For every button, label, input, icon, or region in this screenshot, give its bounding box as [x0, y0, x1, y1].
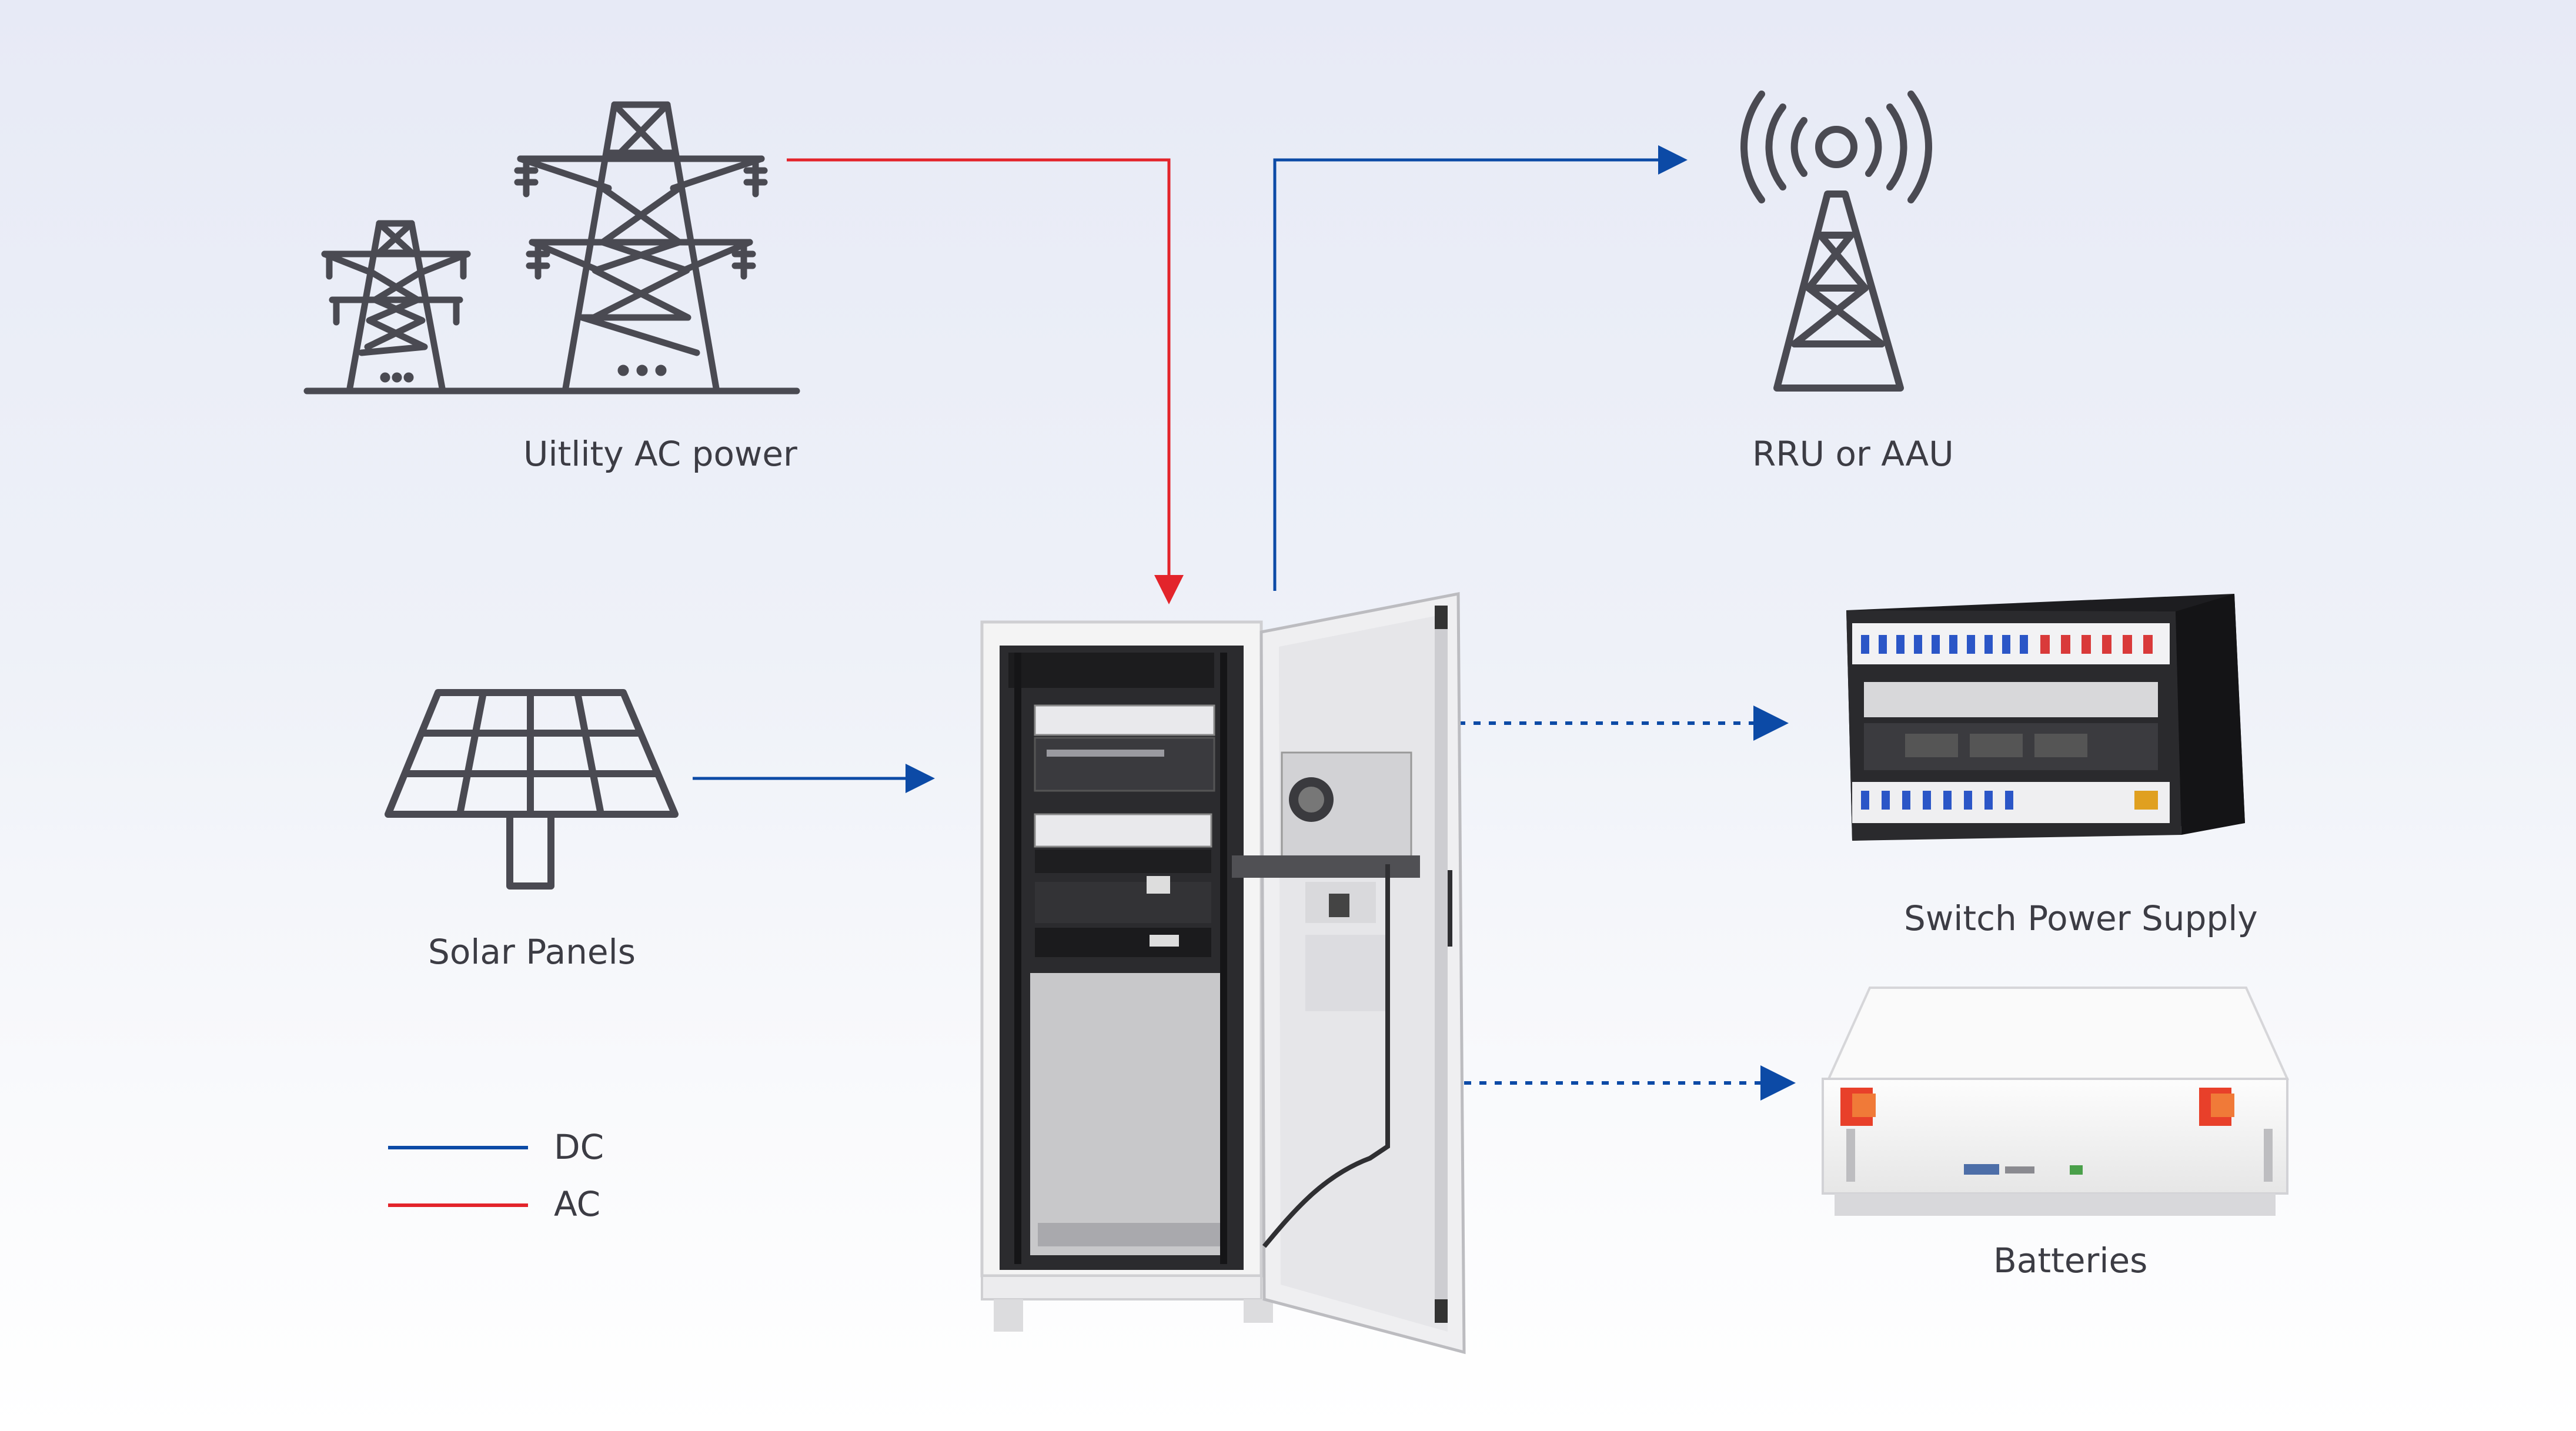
solar-panels-label: Solar Panels	[428, 932, 636, 972]
dc-line-cabinet-to-rru	[1273, 145, 1688, 591]
power-tower-icon	[303, 101, 800, 394]
utility-ac-power-label: Uitlity AC power	[523, 434, 797, 474]
ac-line-utility-to-cabinet	[787, 158, 1184, 604]
legend-dc-label: DC	[554, 1127, 604, 1167]
battery-unit	[1822, 987, 2290, 1216]
rru-aau-label: RRU or AAU	[1752, 434, 1954, 474]
batteries-label: Batteries	[1993, 1241, 2148, 1280]
antenna-tower-icon	[1740, 91, 1932, 392]
switch-power-supply-unit	[1846, 594, 2245, 841]
solar-panel-icon	[385, 689, 679, 890]
power-cabinet	[980, 591, 1466, 1355]
switch-power-supply-label: Switch Power Supply	[1904, 898, 2258, 938]
legend-ac-label: AC	[554, 1184, 601, 1224]
